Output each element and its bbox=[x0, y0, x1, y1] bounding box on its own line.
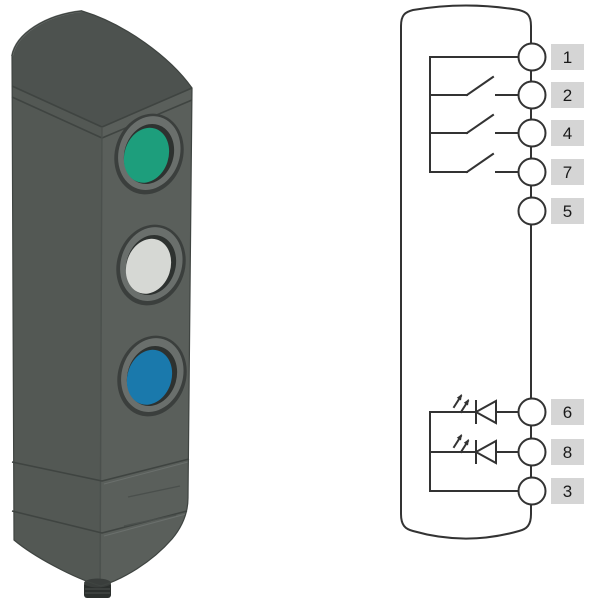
led-icon-2 bbox=[453, 433, 497, 464]
label-text: 3 bbox=[563, 482, 572, 501]
device-left-face bbox=[12, 86, 102, 586]
label-text: 7 bbox=[563, 163, 572, 182]
label-box bbox=[551, 439, 584, 465]
terminal-circle-7 bbox=[517, 157, 547, 187]
white-button bbox=[116, 224, 186, 306]
terminal-label-6: 6 bbox=[551, 399, 584, 425]
terminal-circle-8 bbox=[517, 437, 547, 467]
green-button bbox=[114, 113, 184, 195]
terminal-circle-2 bbox=[517, 80, 547, 110]
terminal-circle-6 bbox=[517, 397, 547, 427]
switch-contact-icon-1 bbox=[429, 75, 520, 97]
switch-contact-icon-2 bbox=[429, 113, 520, 135]
terminal-label-3: 3 bbox=[551, 478, 584, 504]
device-top-cap bbox=[12, 11, 192, 127]
switch-wiring bbox=[429, 56, 520, 174]
diagram-device-outline bbox=[400, 4, 532, 540]
switch-contact-icon-3 bbox=[429, 152, 520, 174]
terminal-circle-3 bbox=[517, 476, 547, 506]
label-box bbox=[551, 120, 584, 146]
terminal-circle-1 bbox=[517, 42, 547, 72]
terminal-label-1: 1 bbox=[551, 44, 584, 70]
label-box bbox=[551, 399, 584, 425]
led-icon-1 bbox=[453, 393, 497, 424]
front-groove-1 bbox=[127, 485, 181, 498]
terminal-label-2: 2 bbox=[551, 82, 584, 108]
led-bus-wire bbox=[429, 411, 520, 492]
terminal-labels: 1 2 4 7 5 6 8 bbox=[551, 44, 584, 504]
label-text: 2 bbox=[563, 86, 572, 105]
connector-top bbox=[84, 578, 111, 588]
connector-ribs bbox=[85, 588, 110, 594]
white-button-cap bbox=[125, 238, 172, 294]
label-text: 4 bbox=[563, 124, 572, 143]
blue-button-cap bbox=[126, 349, 173, 405]
label-box bbox=[551, 159, 584, 185]
terminal-label-4: 4 bbox=[551, 120, 584, 146]
front-groove-2 bbox=[123, 514, 177, 527]
terminal-label-7: 7 bbox=[551, 159, 584, 185]
base-seam-1 bbox=[11, 458, 190, 482]
device-outline-stroke bbox=[11, 10, 193, 587]
base-seam-1-highlight bbox=[103, 461, 189, 485]
label-text: 1 bbox=[563, 48, 572, 67]
label-text: 5 bbox=[563, 202, 572, 221]
label-box bbox=[551, 478, 584, 504]
terminal-label-8: 8 bbox=[551, 439, 584, 465]
terminal-label-5: 5 bbox=[551, 198, 584, 224]
common-bus-wire bbox=[429, 56, 520, 173]
base-seam-2-highlight bbox=[103, 513, 187, 537]
label-box bbox=[551, 82, 584, 108]
label-box bbox=[551, 198, 584, 224]
green-button-cap bbox=[123, 127, 170, 183]
terminal-circle-4 bbox=[517, 118, 547, 148]
terminal-circle-5 bbox=[517, 196, 547, 226]
blue-button bbox=[117, 335, 187, 417]
terminals bbox=[517, 42, 547, 506]
label-text: 8 bbox=[563, 443, 572, 462]
device-illustration bbox=[11, 10, 193, 598]
label-box bbox=[551, 44, 584, 70]
corner-edge bbox=[99, 126, 103, 587]
led-wiring bbox=[429, 393, 520, 492]
label-text: 6 bbox=[563, 403, 572, 422]
wiring-diagram: 1 2 4 7 5 6 8 bbox=[400, 4, 584, 540]
